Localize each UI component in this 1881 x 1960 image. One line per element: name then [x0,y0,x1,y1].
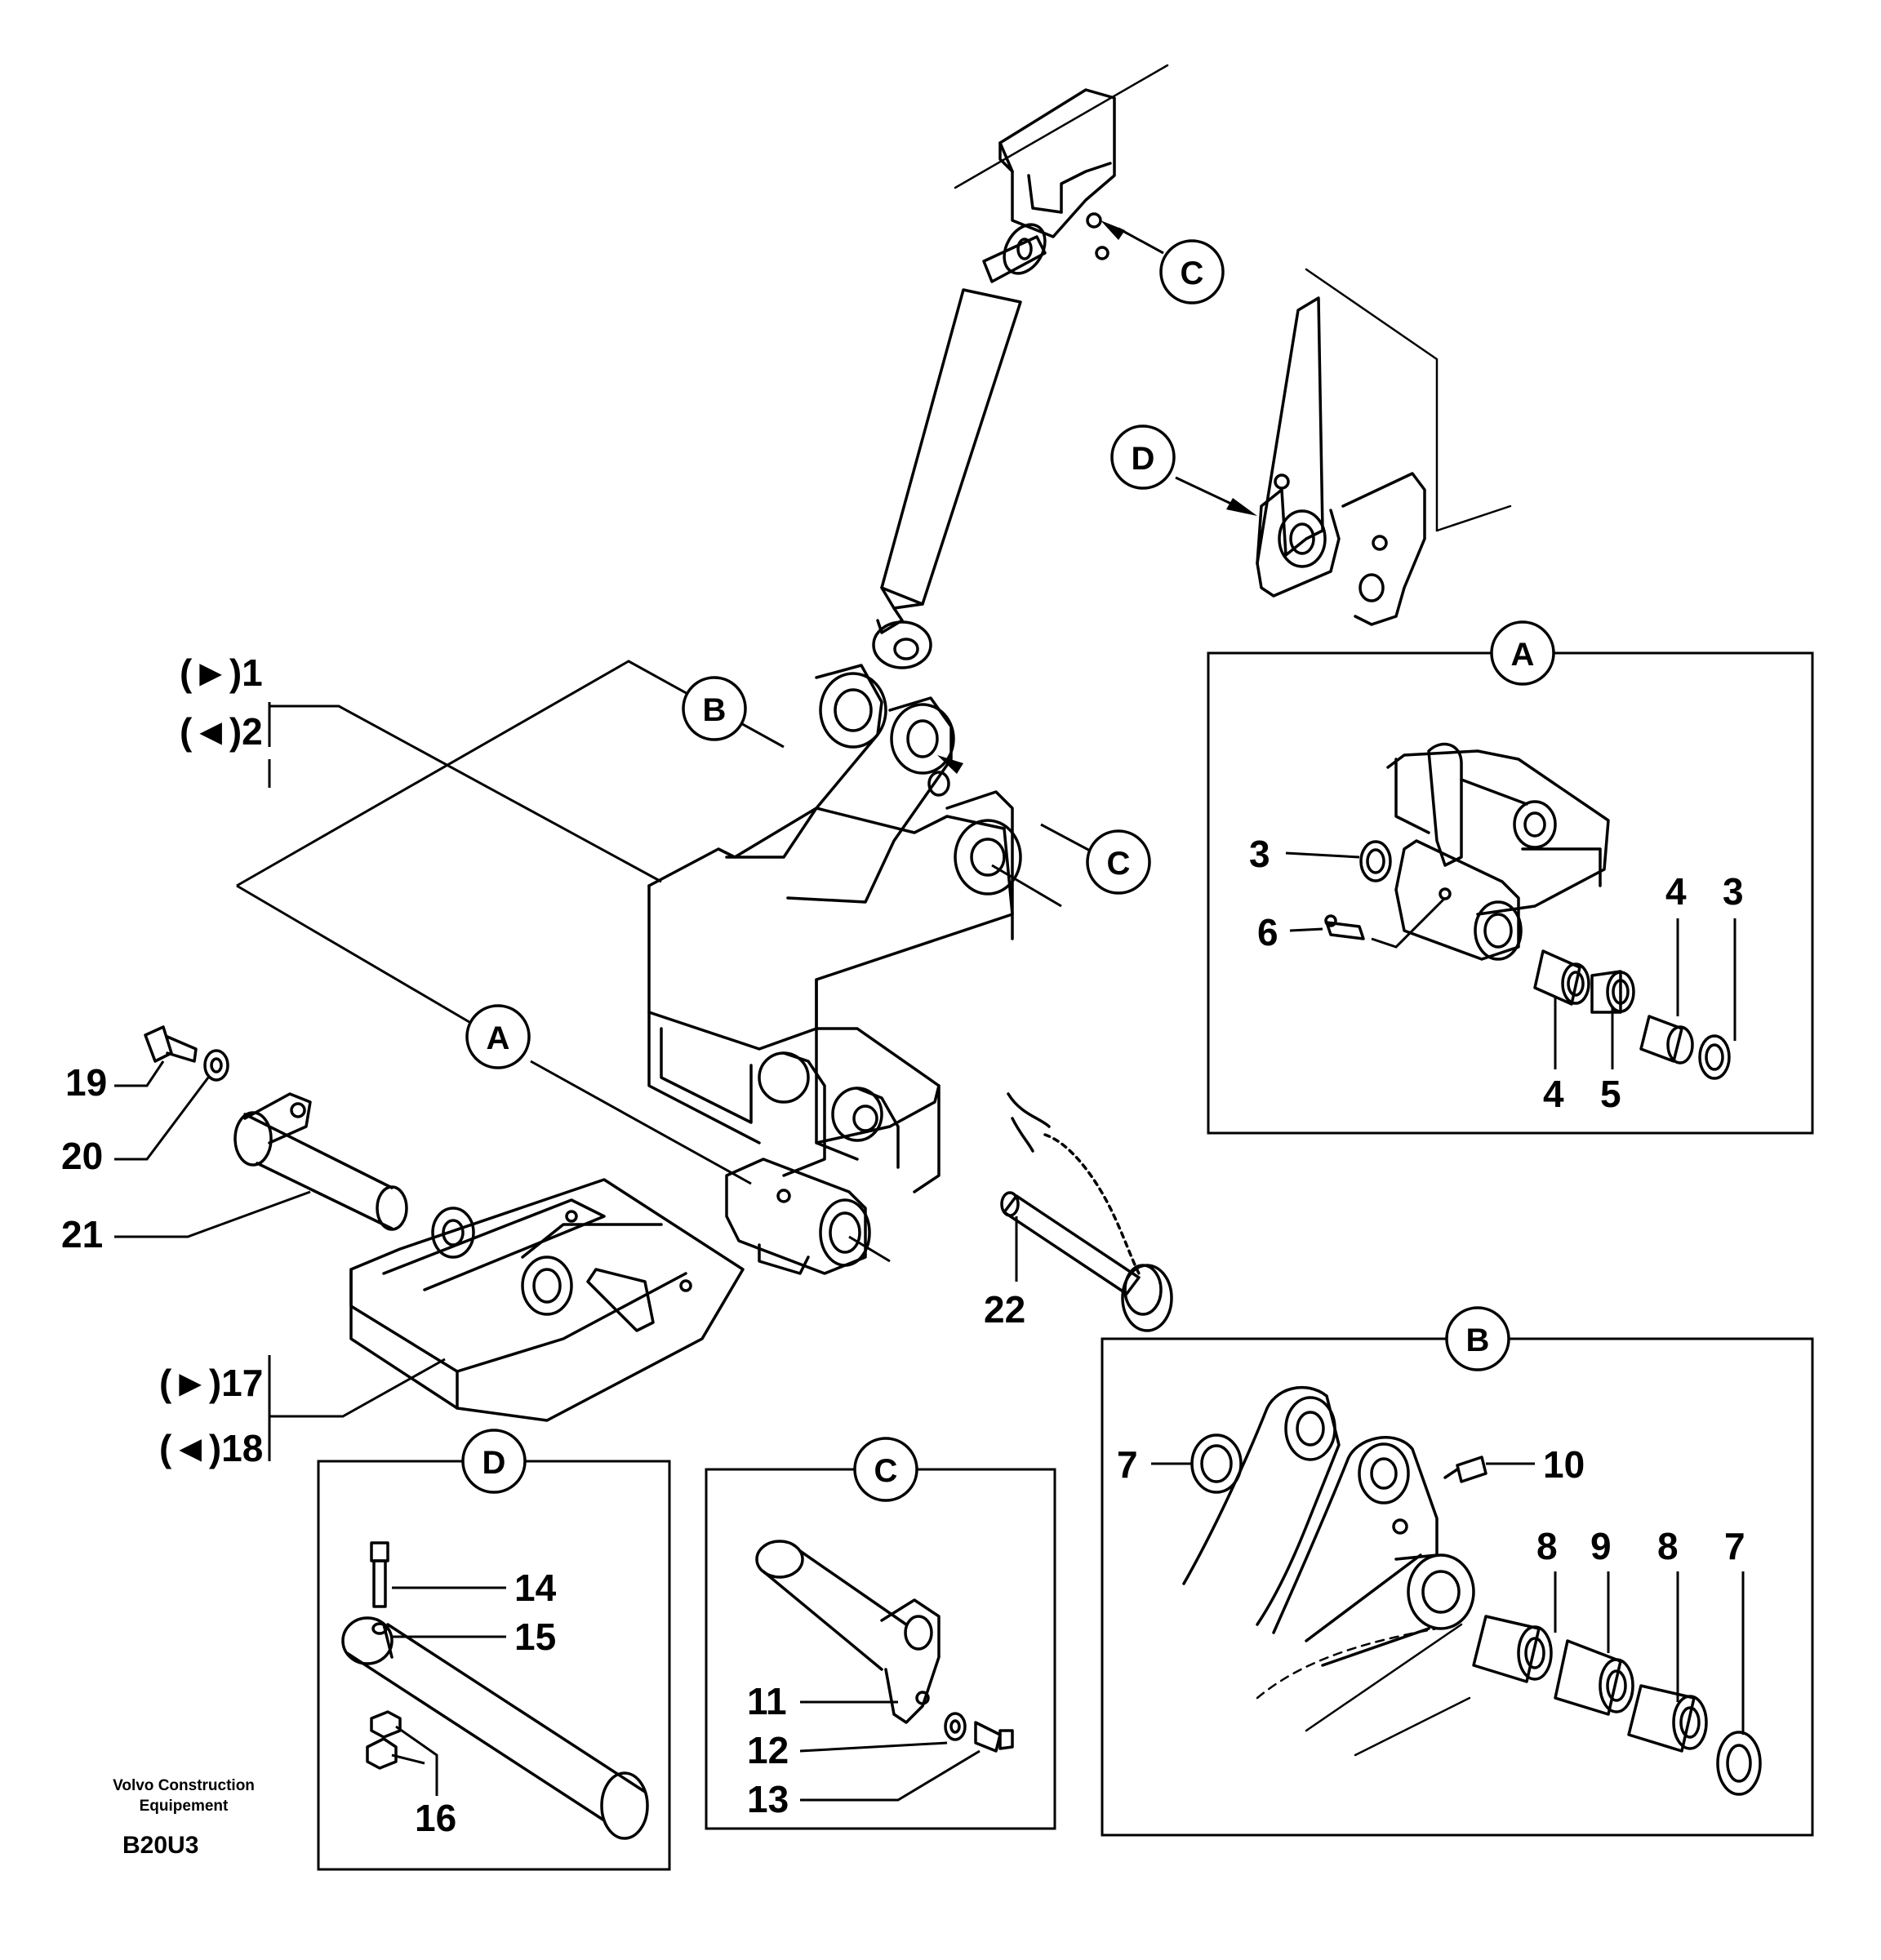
callout-13: 13 [747,1778,789,1820]
callout-8b: 8 [1657,1525,1679,1567]
detail-b-panel: B [1101,1306,1814,1837]
callout-9: 9 [1590,1525,1612,1567]
arrow-heads [937,220,1257,774]
callout-17: (►)17 [159,1362,263,1404]
svg-text:C: C [1181,256,1204,291]
svg-text:D: D [1132,441,1155,477]
detail-c-panel: C 11 12 13 [705,1437,1056,1830]
callout-3a: 3 [1249,833,1270,875]
callout-12: 12 [747,1729,789,1771]
bolt-19 [144,1025,198,1063]
callout-1: (►)1 [180,651,263,694]
detail-a-panel: A [1207,620,1814,1135]
callout-7a: 7 [1117,1443,1138,1486]
detail-d-panel: D 14 15 16 [317,1429,671,1871]
svg-text:C: C [1107,846,1131,882]
swing-bracket [647,664,1062,1275]
svg-text:A: A [1511,637,1535,673]
callout-2: (◄)2 [180,710,263,753]
svg-text:B: B [1466,1322,1490,1358]
callout-4b: 4 [1543,1073,1564,1115]
callout-11: 11 [747,1680,787,1722]
callout-14: 14 [514,1567,557,1609]
callout-22: 22 [984,1288,1025,1331]
bubble-b-main: B [682,676,747,741]
frame-bracket-d [1256,268,1512,626]
bubble-c-top: C [1159,239,1225,304]
callout-8a: 8 [1536,1525,1558,1567]
callout-18: (◄)18 [159,1427,263,1469]
pivot-pin-21 [233,1092,408,1231]
hydraulic-cylinder [872,223,1047,669]
bubble-a-main: A [465,1004,531,1069]
callout-3b: 3 [1723,870,1744,913]
svg-text:C: C [874,1453,898,1489]
bubble-c-main: C [1086,829,1151,895]
svg-text:A: A [487,1020,510,1056]
callout-5: 5 [1600,1073,1621,1115]
boom-frame-top [954,64,1169,260]
callout-10: 10 [1543,1443,1585,1486]
lock-pin-22 [1000,1092,1173,1332]
callout-15: 15 [514,1616,556,1658]
svg-text:B: B [703,692,727,728]
brand-line-1: Volvo Construction [113,1777,255,1794]
callout-16: 16 [415,1797,456,1839]
callout-20: 20 [61,1135,103,1177]
callout-7b: 7 [1724,1525,1745,1567]
bubble-d-top: D [1110,424,1176,490]
callout-4a: 4 [1665,870,1687,913]
callout-21: 21 [61,1213,103,1256]
svg-text:D: D [482,1445,506,1481]
brand-line-2: Equipement [140,1798,229,1815]
washer-20 [203,1049,229,1082]
callout-6: 6 [1257,911,1278,953]
callout-19: 19 [65,1061,107,1104]
drawing-code: B20U3 [122,1832,198,1859]
base-plate [349,1178,745,1422]
